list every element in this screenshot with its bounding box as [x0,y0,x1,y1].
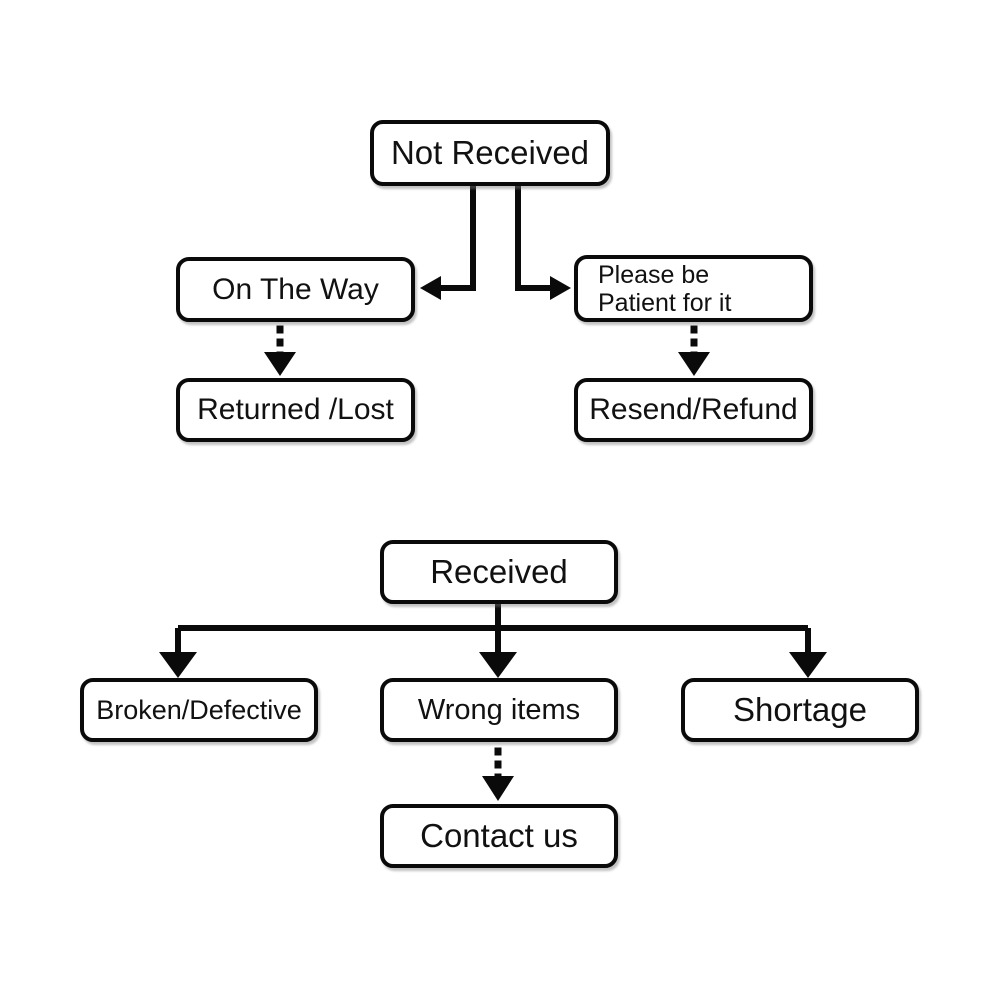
arrow-to-shortage [789,652,827,678]
node-returned-lost[interactable]: Returned /Lost [176,378,415,442]
connector-wrong-items-to-contact-us [482,747,514,801]
node-received[interactable]: Received [380,540,618,604]
node-please-be-patient[interactable]: Please be Patient for it [574,255,813,322]
node-shortage[interactable]: Shortage [681,678,919,742]
node-wrong-items[interactable]: Wrong items [380,678,618,742]
connector-received-three-way-split [159,604,827,678]
connector-on-the-way-to-returned-lost [264,325,296,376]
node-contact-us[interactable]: Contact us [380,804,618,868]
node-broken-defective[interactable]: Broken/Defective [80,678,318,742]
connector-not-received-to-please-be-patient [515,185,571,300]
node-resend-refund[interactable]: Resend/Refund [574,378,813,442]
node-not-received[interactable]: Not Received [370,120,610,186]
connector-not-received-to-on-the-way [420,185,476,300]
connector-please-be-patient-to-resend-refund [678,325,710,376]
arrow-to-wrong-items [479,652,517,678]
node-on-the-way[interactable]: On The Way [176,257,415,322]
arrow-to-broken-defective [159,652,197,678]
